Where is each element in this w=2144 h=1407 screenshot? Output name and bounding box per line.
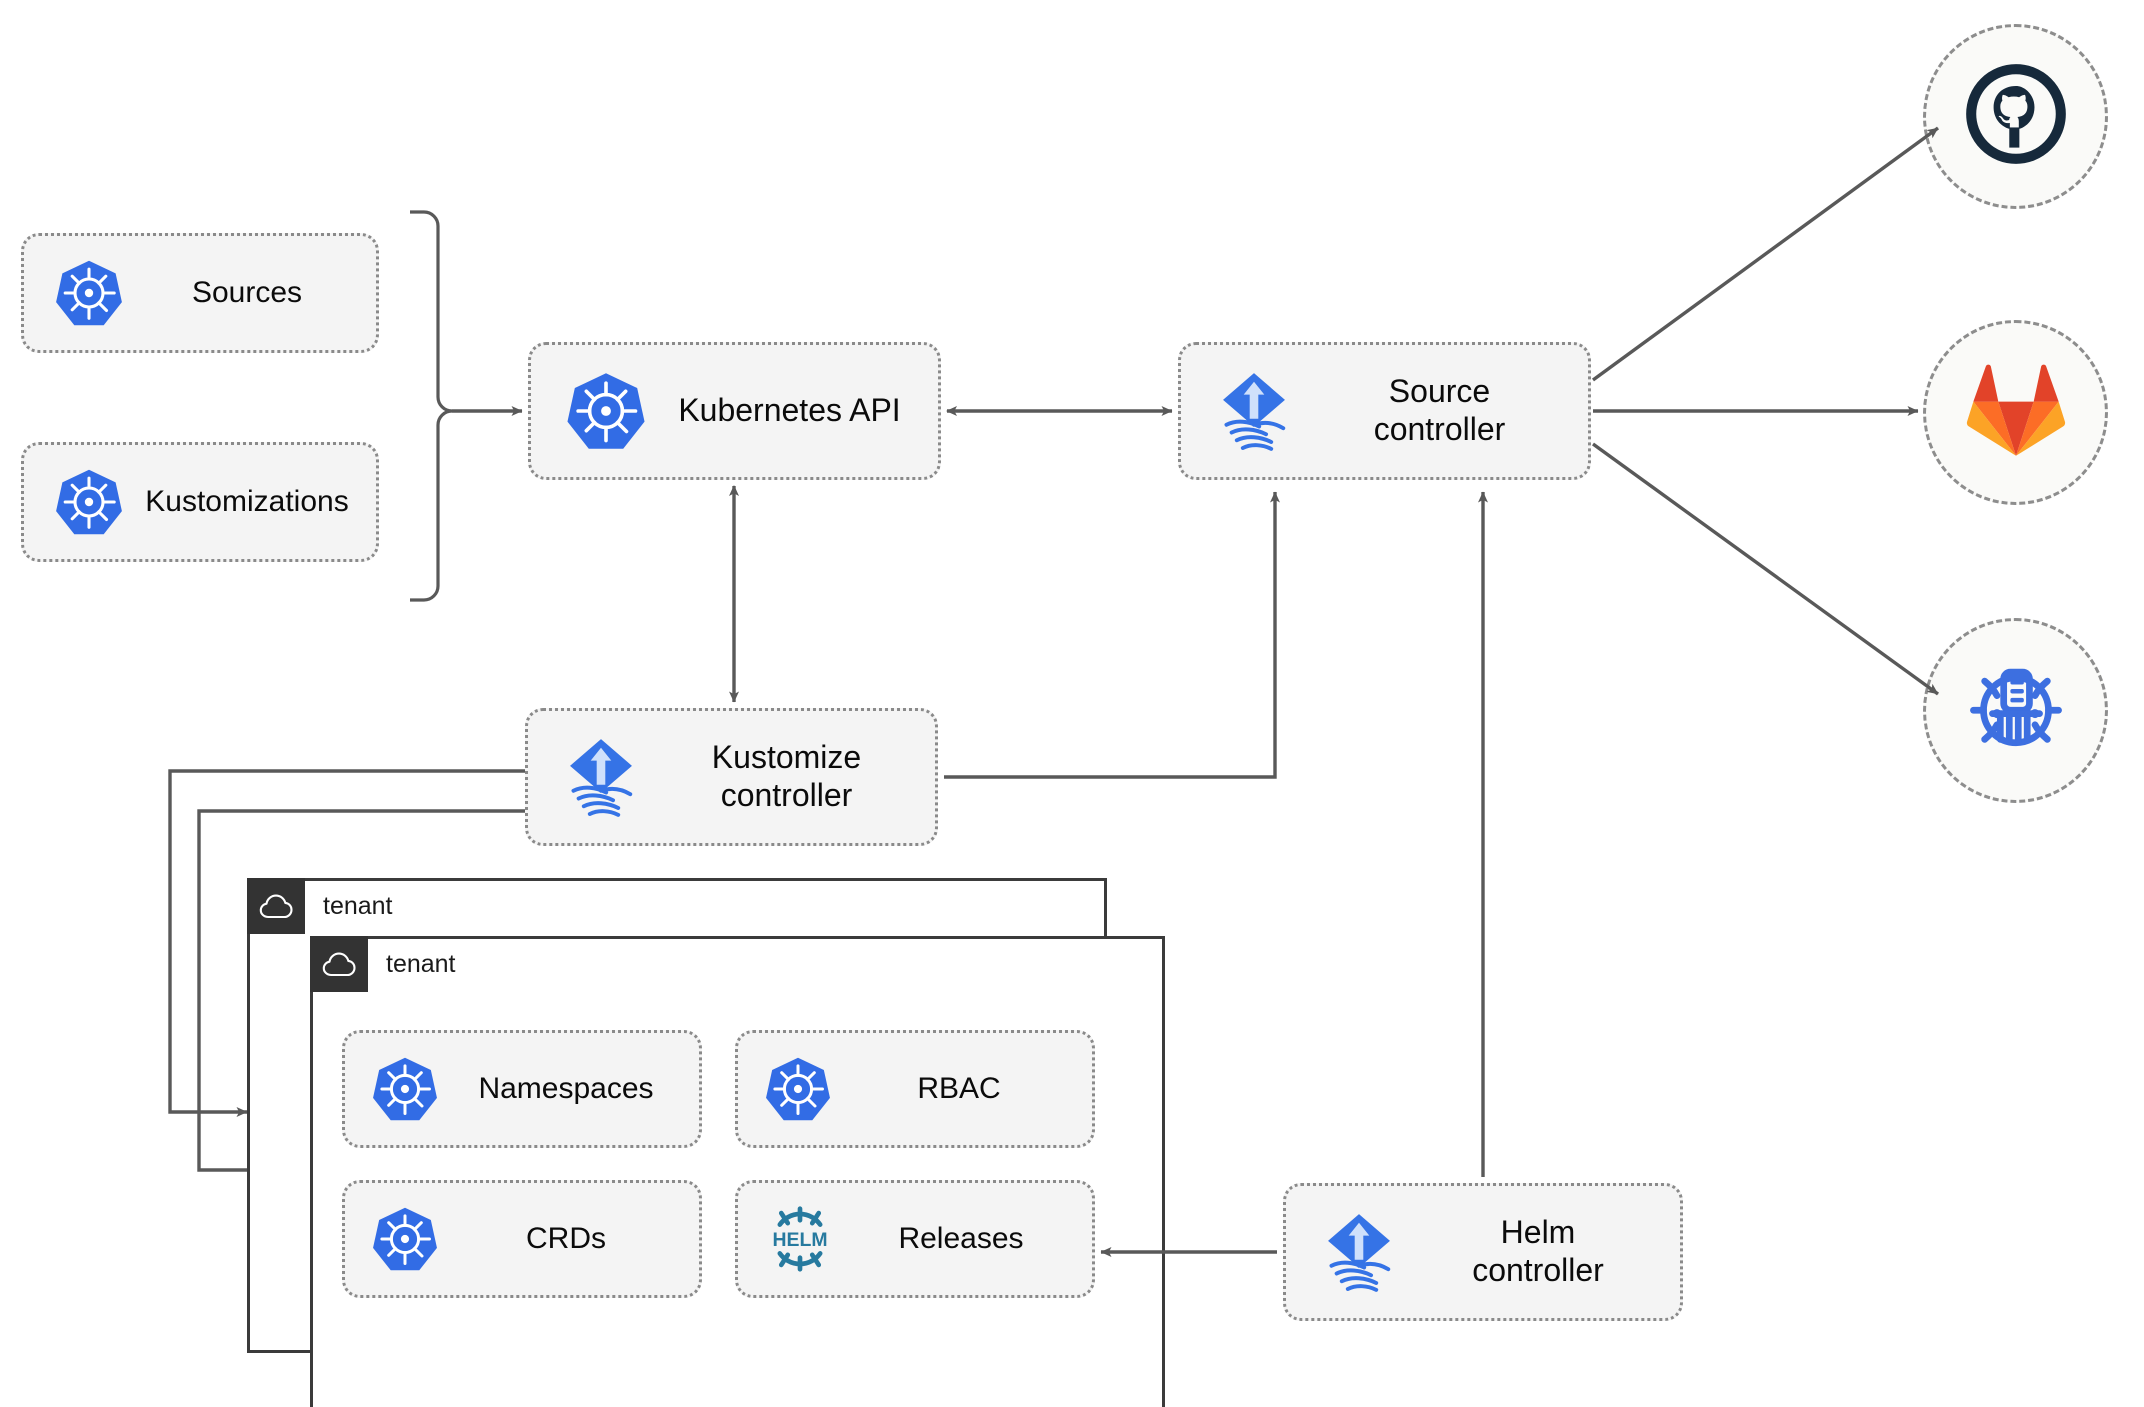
- edge-source-controller-to-registry: [1592, 442, 1939, 696]
- node-kustomize-controller[interactable]: Kustomize controller: [525, 708, 938, 846]
- kubernetes-icon: [371, 1205, 439, 1273]
- node-releases[interactable]: HELM Releases: [735, 1180, 1095, 1298]
- node-releases-label: Releases: [898, 1222, 1024, 1256]
- node-helm-controller[interactable]: Helm controller: [1283, 1183, 1683, 1321]
- node-sources-label: Sources: [191, 276, 303, 310]
- node-rbac[interactable]: RBAC: [735, 1030, 1095, 1148]
- tenant-outer-header: tenant: [247, 878, 393, 934]
- helm-icon: HELM: [764, 1203, 836, 1275]
- node-crds-label: CRDs: [526, 1222, 606, 1256]
- flux-icon: [558, 734, 644, 820]
- node-kustomizations-label: Kustomizations: [145, 485, 349, 519]
- cloud-icon: [310, 936, 368, 992]
- cloud-icon: [247, 878, 305, 934]
- tenant-outer-label: tenant: [323, 891, 393, 920]
- edge-source-controller-to-github: [1591, 126, 1940, 382]
- node-kubernetes-api-label: Kubernetes API: [678, 392, 901, 429]
- flux-icon: [1211, 368, 1297, 454]
- kubernetes-icon: [764, 1055, 832, 1123]
- node-kustomizations[interactable]: Kustomizations: [21, 442, 379, 562]
- kubernetes-icon: [565, 370, 647, 452]
- node-crds[interactable]: CRDs: [342, 1180, 702, 1298]
- node-kustomize-controller-label: Kustomize controller: [711, 739, 862, 813]
- node-sources[interactable]: Sources: [21, 233, 379, 353]
- node-source-controller-label: Source controller: [1373, 373, 1506, 447]
- node-namespaces[interactable]: Namespaces: [342, 1030, 702, 1148]
- kubernetes-icon: [54, 258, 124, 328]
- node-source-controller[interactable]: Source controller: [1178, 342, 1591, 480]
- provider-oci-registry[interactable]: [1923, 618, 2108, 803]
- gitlab-icon: [1964, 360, 2068, 465]
- oci-registry-icon: [1960, 652, 2072, 769]
- tenant-inner-header: tenant: [310, 936, 456, 992]
- kubernetes-icon: [54, 467, 124, 537]
- edge-kustomize-to-source-controller: [944, 491, 1280, 779]
- node-helm-controller-label: Helm controller: [1472, 1214, 1604, 1288]
- github-icon: [1960, 58, 2072, 175]
- node-kubernetes-api[interactable]: Kubernetes API: [528, 342, 941, 480]
- node-namespaces-label: Namespaces: [478, 1072, 654, 1106]
- kubernetes-icon: [371, 1055, 439, 1123]
- brace-resources: [410, 210, 453, 602]
- provider-gitlab[interactable]: [1923, 320, 2108, 505]
- flux-icon: [1316, 1209, 1402, 1295]
- tenant-inner-label: tenant: [386, 949, 456, 978]
- svg-text:HELM: HELM: [772, 1229, 827, 1251]
- node-rbac-label: RBAC: [917, 1072, 1001, 1106]
- tenant-container-inner: tenant: [310, 936, 1165, 1407]
- provider-github[interactable]: [1923, 24, 2108, 209]
